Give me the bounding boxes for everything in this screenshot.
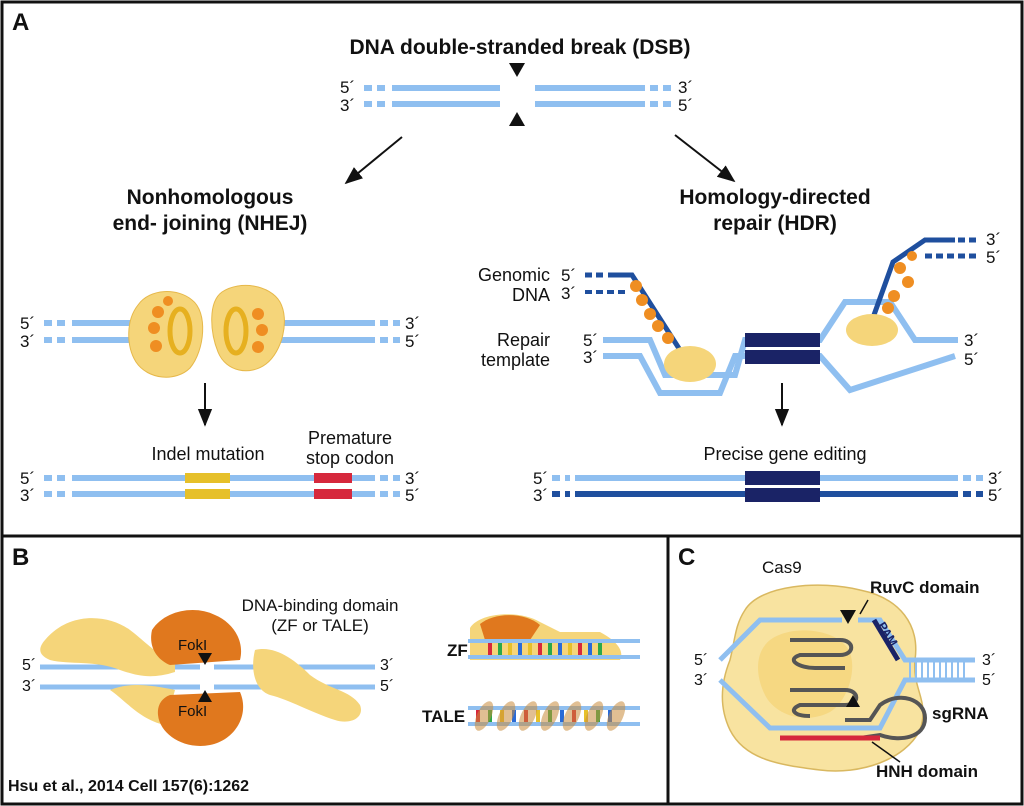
zf-label: ZF: [447, 641, 468, 660]
cas9-end-label: 3´: [982, 652, 997, 669]
hdr-genomic-dna: [585, 237, 980, 352]
nhej-result-end-label: 5´: [405, 486, 421, 505]
break-arrow-bottom-icon: [509, 112, 525, 126]
nhej-title: end- joining (NHEJ): [112, 212, 308, 235]
nhej-result-end-label: 3´: [20, 486, 36, 505]
nhej-result-end-label: 5´: [20, 469, 36, 488]
nhej-end-label: 3´: [20, 332, 36, 351]
stop-codon-label: Premature: [307, 428, 393, 448]
sgrna: [780, 638, 928, 741]
zfn-end-label: 5´: [380, 678, 395, 695]
cas9-protein: [721, 584, 924, 772]
ruvc-cut-arrow-icon: [840, 610, 856, 624]
dsb-end-label: 3´: [340, 96, 356, 115]
genomic-dna-label: DNA: [511, 285, 550, 305]
stop-codon-label: stop codon: [305, 448, 395, 468]
precise-editing-label: Precise gene editing: [703, 444, 867, 464]
hdr-result-end-label: 5´: [533, 469, 549, 488]
hdr-result-dna: [552, 471, 983, 502]
zfn-end-label: 5´: [22, 657, 37, 674]
hnh-cut-arrow-icon: [846, 695, 860, 707]
hnh-leader-line: [871, 741, 901, 763]
dsb-dna: [364, 85, 672, 107]
tale-inset: [468, 701, 640, 731]
cut-arrow-top-icon: [198, 653, 212, 665]
repair-template-label: Repair: [496, 330, 550, 350]
panel-label-b: B: [12, 544, 30, 571]
citation: Hsu et al., 2014 Cell 157(6):1262: [8, 778, 250, 795]
arrow-to-nhej-icon: [344, 136, 403, 185]
cas9-dna: [718, 617, 975, 731]
dna-ticks: [909, 662, 965, 678]
genomic-end-label: 5´: [561, 266, 577, 285]
template-homology-block: [745, 333, 820, 364]
hdr-result-end-label: 5´: [988, 486, 1004, 505]
cas9-label: Cas9: [762, 558, 802, 577]
ruvc-leader-line: [859, 599, 869, 615]
fokl-label-bottom: FokI: [178, 703, 208, 720]
template-end-label: 5´: [583, 331, 599, 350]
fokl-label-top: FokI: [178, 637, 208, 654]
dsb-end-label: 3´: [678, 78, 694, 97]
hdr-result-end-label: 3´: [533, 486, 549, 505]
genomic-end-label: 3´: [986, 230, 1002, 249]
panel-label-c: C: [678, 544, 696, 571]
zfn-end-label: 3´: [380, 657, 395, 674]
dsb-end-label: 5´: [340, 78, 356, 97]
cas9-end-label: 5´: [982, 672, 997, 689]
nhej-result-dna: [44, 473, 400, 499]
cut-arrow-bottom-icon: [198, 690, 212, 702]
hdr-title: repair (HDR): [713, 212, 837, 235]
ku-protein-right: [211, 284, 285, 372]
hdr-proteins: [630, 251, 917, 382]
template-end-label: 5´: [964, 350, 980, 369]
cas9-end-label: 3´: [694, 672, 709, 689]
nhej-end-label: 5´: [20, 314, 36, 333]
dna-binding-domain-label: DNA-binding domain: [241, 596, 399, 615]
nhej-result-end-label: 3´: [405, 469, 421, 488]
sgrna-label: sgRNA: [932, 704, 989, 723]
fokl-dimer: [151, 610, 244, 746]
repair-template-label: template: [480, 350, 550, 370]
nhej-end-label: 3´: [405, 314, 421, 333]
genomic-end-label: 5´: [986, 248, 1002, 267]
indel-label: Indel mutation: [151, 444, 265, 464]
pam-mark: [871, 618, 901, 662]
template-end-label: 3´: [964, 331, 980, 350]
nhej-title: Nonhomologous: [126, 186, 294, 209]
panel-label-a: A: [12, 9, 30, 36]
panel-b-frame: [0, 534, 670, 806]
break-arrow-top-icon: [509, 63, 525, 77]
ku-protein-left: [128, 291, 204, 378]
ruvc-domain-label: RuvC domain: [870, 578, 980, 597]
zf-inset: [468, 614, 640, 660]
hdr-title: Homology-directed: [679, 186, 871, 209]
tale-label: TALE: [422, 707, 466, 726]
hdr-result-end-label: 3´: [988, 469, 1004, 488]
dsb-end-label: 5´: [678, 96, 694, 115]
dna-binding-domain-label: (ZF or TALE): [271, 616, 369, 635]
panel-c-frame: [666, 534, 1024, 806]
genomic-end-label: 3´: [561, 284, 577, 303]
template-end-label: 3´: [583, 348, 599, 367]
dsb-title: DNA double-stranded break (DSB): [349, 36, 691, 59]
arrow-to-hdr-icon: [674, 134, 736, 183]
nhej-end-label: 5´: [405, 332, 421, 351]
genomic-dna-label: Genomic: [477, 265, 550, 285]
zfn-end-label: 3´: [22, 678, 37, 695]
cas9-end-label: 5´: [694, 652, 709, 669]
hnh-domain-label: HNH domain: [876, 762, 978, 781]
